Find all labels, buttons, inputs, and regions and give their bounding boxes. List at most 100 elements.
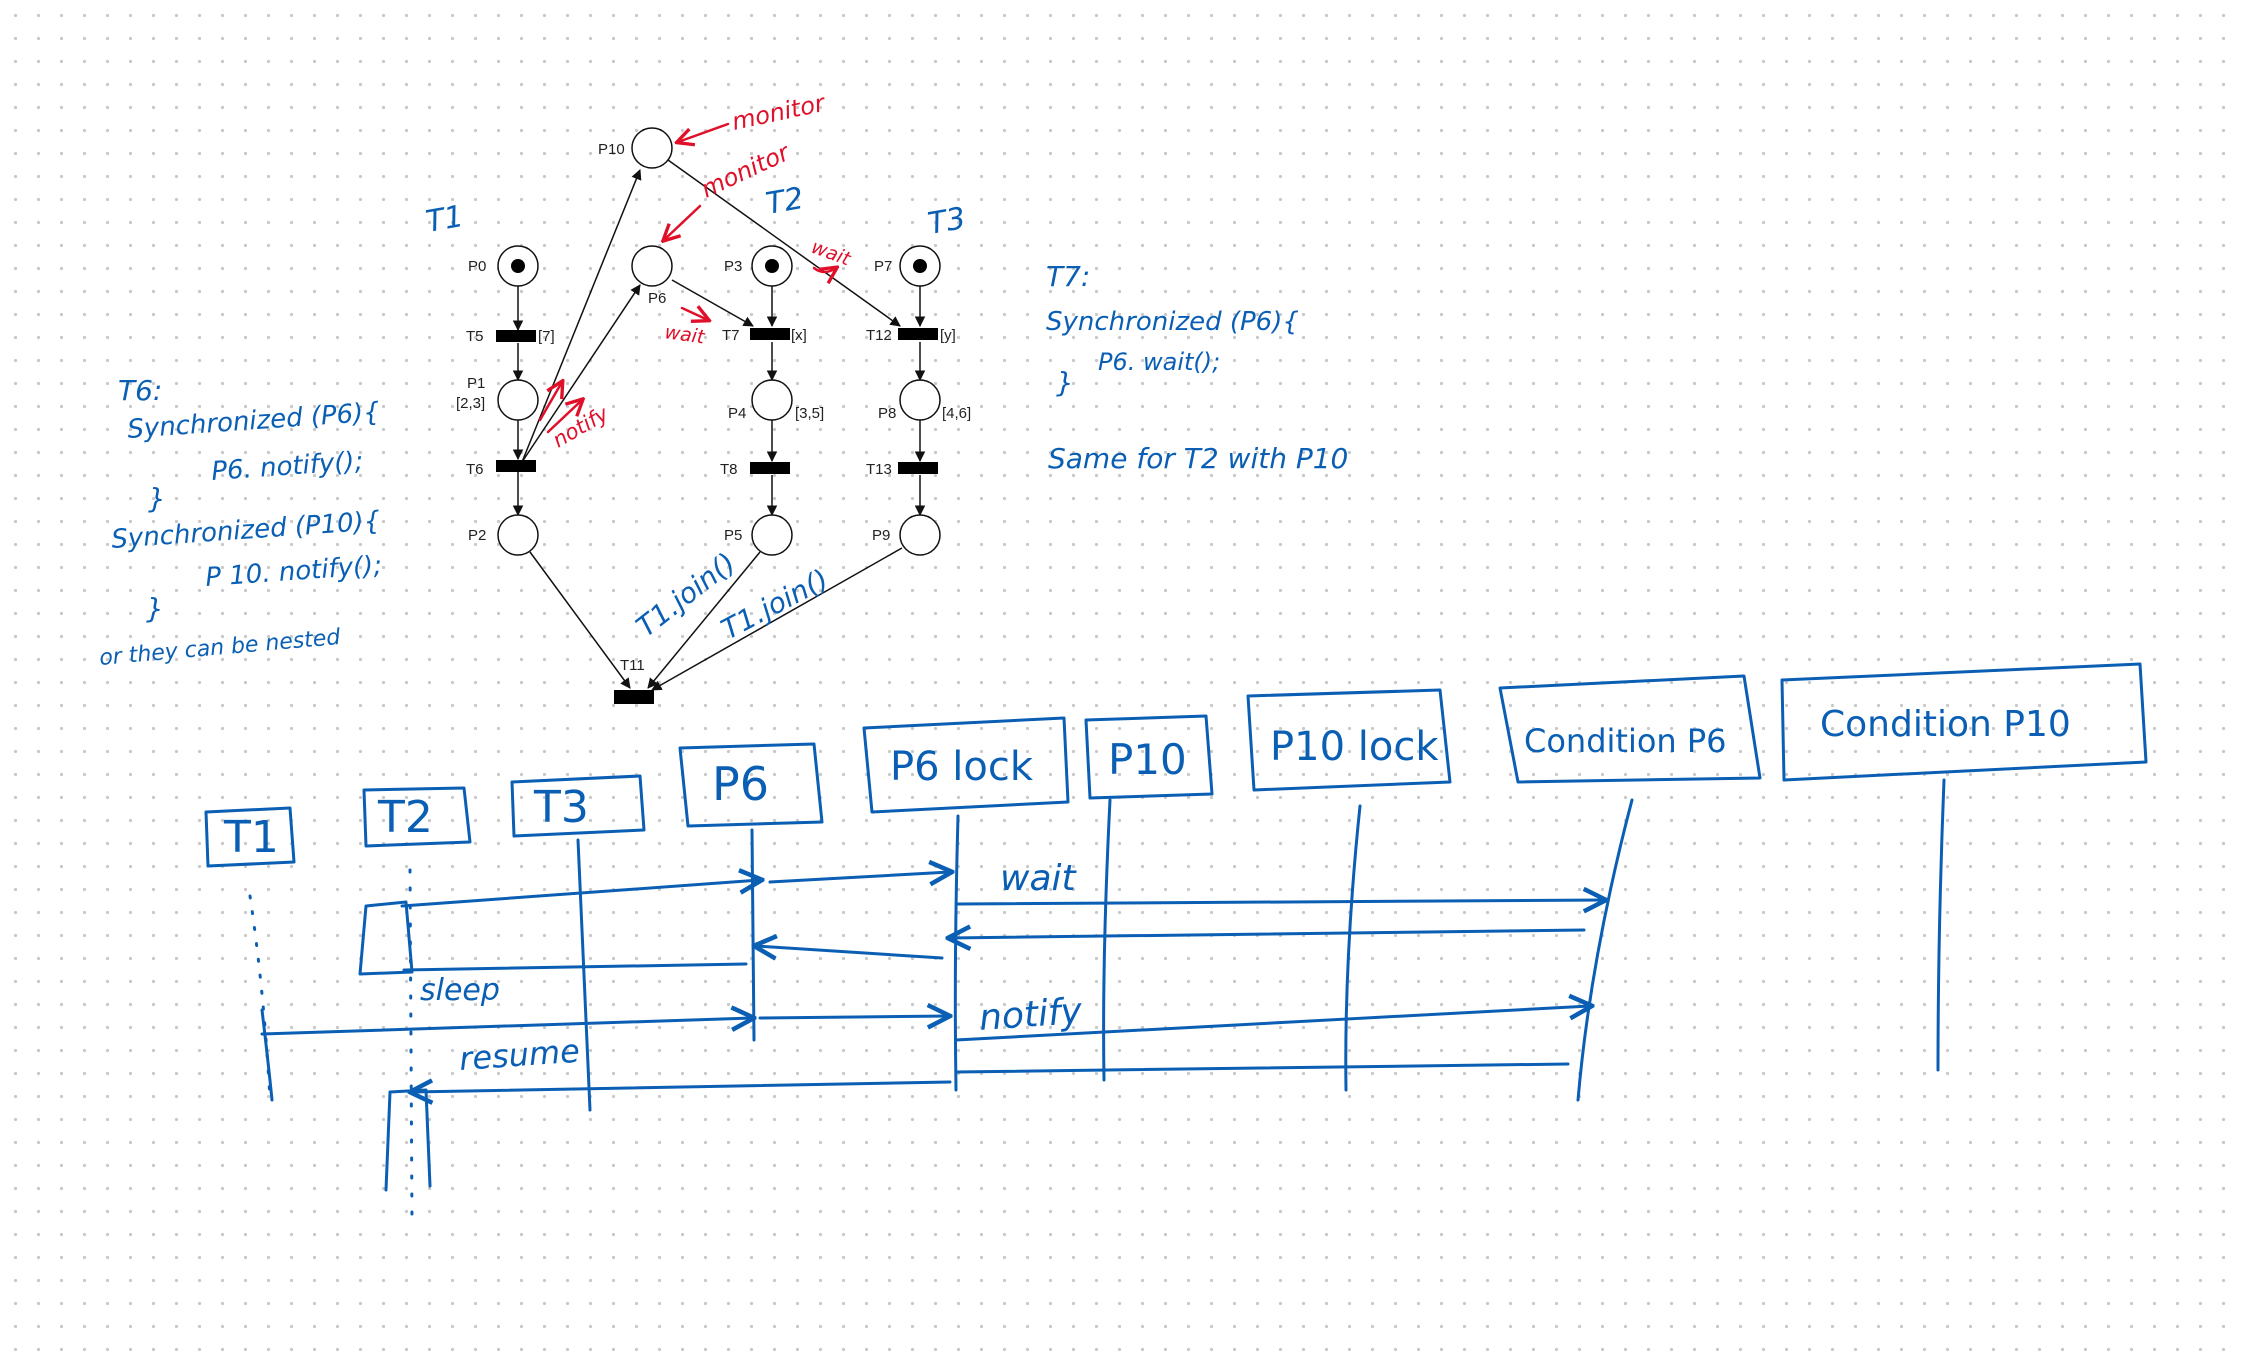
place-p6 [631, 245, 673, 287]
label-t13: T13 [866, 461, 892, 478]
lifeline-label-p6-lock: P6 lock [890, 744, 1034, 790]
lifeline-box-condition-p6 [1498, 674, 1762, 784]
label-thread-t2: T2 [763, 181, 806, 222]
transition-t11 [614, 690, 654, 704]
lifeline-t3 [576, 838, 592, 1112]
lifeline-box-condition-p10 [1780, 662, 2148, 782]
msg-p6-to-t2 [402, 962, 748, 972]
notes-t7-line-1: Synchronized (P6){ [1046, 307, 1299, 337]
label-t8: T8 [720, 461, 738, 478]
token-p3 [765, 259, 779, 273]
lifeline-label-t2: T2 [377, 792, 433, 843]
arrow-notify-2 [546, 400, 582, 434]
place-p1 [497, 379, 539, 421]
arc-p10-t12 [667, 159, 901, 327]
lifeline-label-p10: P10 [1108, 735, 1187, 784]
notes-t6: T6: Synchronized (P6){ P6. notify(); } S… [98, 374, 383, 671]
place-p9 [899, 514, 941, 556]
lifeline-box-p10 [1084, 714, 1214, 800]
lifeline-p6-lock [953, 814, 960, 1092]
guard-t5: [7] [538, 328, 555, 345]
notes-t6-line-1: Synchronized (P6){ [126, 397, 380, 445]
label-p6: P6 [648, 290, 666, 307]
label-p7: P7 [874, 258, 892, 275]
arrow-monitor-p6 [664, 204, 702, 240]
msg-p6-to-p6lock [768, 872, 950, 882]
lifeline-p10-lock [1344, 804, 1362, 1092]
lifeline-box-p6-lock [862, 716, 1070, 814]
msg-resume [412, 1082, 952, 1092]
guard-t7: [x] [791, 327, 807, 344]
lifeline-label-t1: T1 [223, 812, 279, 863]
lifeline-p6 [750, 828, 756, 1042]
lifeline-box-t3 [510, 774, 646, 838]
msg-release-lock [950, 930, 1586, 938]
transition-t13 [898, 462, 938, 474]
place-p4 [751, 379, 793, 421]
arc-p2-t11 [529, 551, 631, 689]
notes-t7: T7: Synchronized (P6){ P6. wait(); } Sam… [1046, 260, 1348, 475]
msg-t1-to-p6 [260, 1018, 752, 1036]
token-p0 [511, 259, 525, 273]
arrow-wait-p6 [680, 308, 708, 320]
notes-t7-line-3: } [1056, 366, 1074, 399]
notes-t6-line-2: P6. notify(); [210, 446, 364, 487]
transition-t8 [750, 462, 790, 474]
lifeline-p10 [1102, 798, 1112, 1082]
msg-p6-to-p6lock-2 [758, 1016, 948, 1018]
arrow-notify-1 [538, 382, 562, 422]
place-p8 [899, 379, 941, 421]
label-t7: T7 [722, 327, 740, 344]
msg-wait [956, 900, 1604, 904]
notes-t6-line-5: P 10. notify(); [204, 551, 383, 593]
text-wait-p6: wait [663, 321, 707, 349]
transition-t7 [750, 328, 790, 340]
lifeline-box-p6 [678, 742, 824, 828]
arc-p6-t7 [671, 279, 754, 327]
notes-t6-line-3: } [148, 482, 166, 515]
lifeline-box-t1 [204, 806, 296, 868]
label-thread-t1: T1 [423, 199, 466, 240]
label-t12: T12 [866, 327, 892, 344]
interval-p4: [3,5] [795, 405, 824, 422]
label-p1: P1 [467, 375, 485, 392]
place-p5 [751, 514, 793, 556]
arc-t6-p6 [521, 284, 641, 463]
notes-t7-footer: Same for T2 with P10 [1048, 442, 1348, 475]
label-thread-t3: T3 [925, 201, 968, 242]
petri-net: P0 P1 [2,3] P2 P3 P4 [3,5] P5 P6 P7 P8 [… [456, 127, 971, 704]
label-p4: P4 [728, 405, 746, 422]
lifeline-t1 [248, 894, 272, 1102]
arrow-wait-p10 [812, 268, 836, 272]
arc-t6-p10 [521, 169, 642, 463]
lifeline-label-p10-lock: P10 lock [1270, 724, 1439, 770]
transition-t6 [496, 460, 536, 472]
lifeline-label-condition-p10: Condition P10 [1820, 704, 2071, 745]
msg-label-wait: wait [1000, 858, 1078, 899]
notes-t6-line-7: or they can be nested [98, 625, 342, 671]
notes-t7-heading: T7: [1046, 260, 1090, 293]
arc-p9-t11 [651, 547, 903, 691]
lifeline-t1-solid [260, 1008, 274, 1102]
msg-p6lock-to-p6 [756, 946, 944, 958]
sequence-diagram: T1 T2 T3 P6 P6 lock P10 P10 lock Conditi… [204, 662, 2148, 1222]
notes-t7-line-2: P6. wait(); [1098, 348, 1220, 376]
msg-notify [954, 1006, 1590, 1042]
msg-label-notify: notify [978, 991, 1084, 1039]
guard-t12: [y] [940, 327, 956, 344]
lifeline-condition-p10 [1936, 778, 1946, 1072]
label-p2: P2 [468, 527, 486, 544]
msg-label-sleep: sleep [420, 973, 500, 1008]
lifeline-condition-p6 [1576, 798, 1634, 1102]
label-p3: P3 [724, 258, 742, 275]
notes-t6-heading: T6: [118, 374, 162, 407]
lifeline-box-t2 [362, 786, 472, 848]
label-t5: T5 [466, 328, 484, 345]
label-p0: P0 [468, 258, 486, 275]
text-monitor-p10: monitor [729, 89, 829, 136]
msg-label-resume: resume [458, 1032, 581, 1078]
transition-t12 [898, 328, 938, 340]
token-p7 [913, 259, 927, 273]
lifeline-box-p10-lock [1246, 688, 1452, 792]
